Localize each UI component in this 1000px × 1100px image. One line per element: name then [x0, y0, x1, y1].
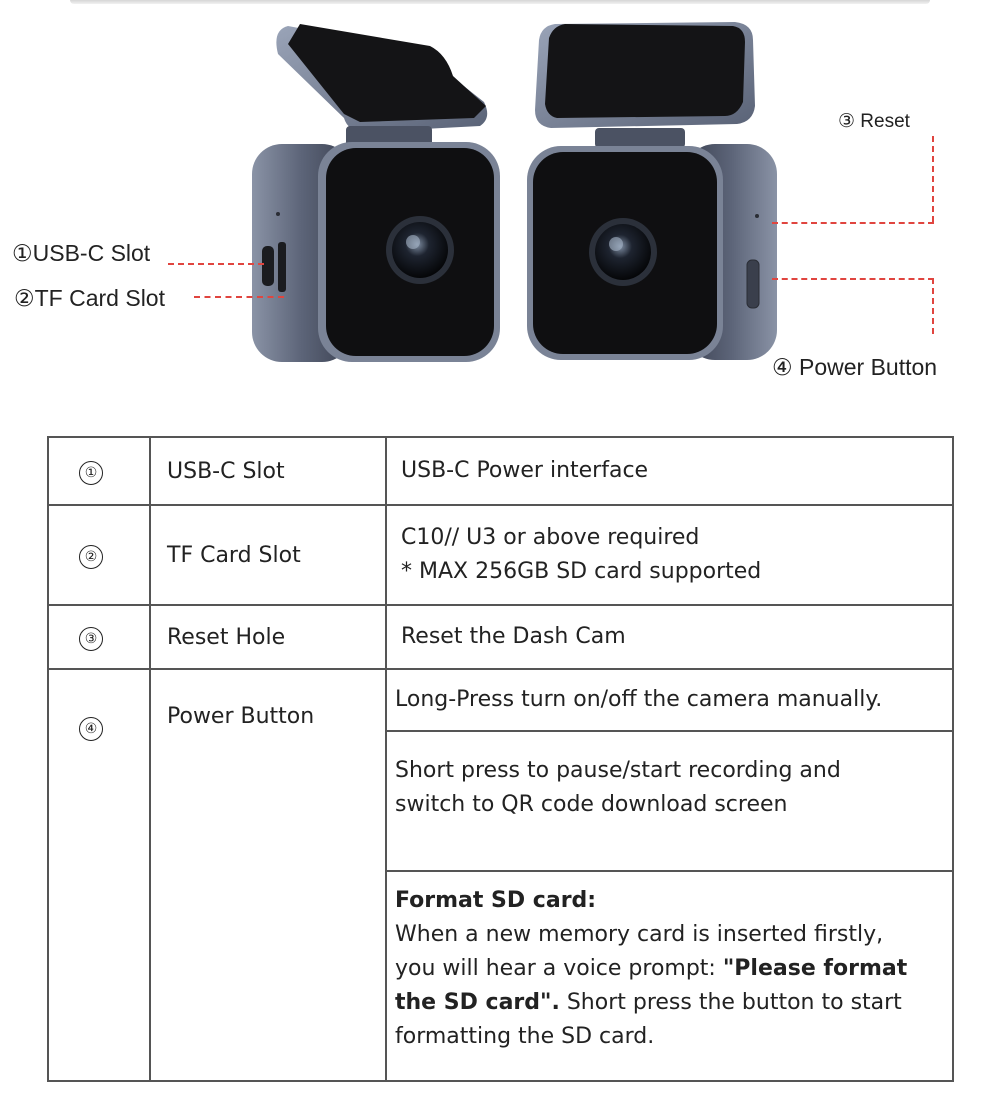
part-desc-cell: Long-Press turn on/off the camera manual… [385, 668, 954, 732]
part-desc-cell: Short press to pause/start recording and… [385, 730, 954, 872]
part-desc-cell: Reset the Dash Cam [385, 604, 954, 670]
power-pointer-line-vertical [932, 278, 934, 334]
usb-c-pointer-line [168, 263, 264, 265]
table-row: ④ Power Button Long-Press turn on/off th… [47, 668, 954, 1082]
part-name-cell: Power Button [149, 668, 387, 1082]
callout-reset: ③ Reset [838, 111, 910, 132]
row-number: ② [79, 544, 103, 569]
row-number-cell: ② [47, 504, 151, 606]
part-name-cell: USB-C Slot [149, 436, 387, 506]
power-pointer-line-horizontal [772, 278, 934, 280]
part-desc-cell: Format SD card: When a new memory card i… [385, 870, 954, 1082]
row-number-cell: ④ [47, 668, 151, 1082]
table-row: ① USB-C Slot USB-C Power interface [47, 436, 954, 506]
table-row: ③ Reset Hole Reset the Dash Cam [47, 604, 954, 670]
top-divider [70, 0, 930, 4]
row-number-cell: ① [47, 436, 151, 506]
callout-tf-card-slot: ②TF Card Slot [14, 285, 165, 311]
format-sd-title: Format SD card: [395, 888, 597, 913]
spec-table: ① USB-C Slot USB-C Power interface ② TF … [47, 436, 954, 1082]
row-number: ① [79, 460, 103, 485]
part-desc-cell: USB-C Power interface [385, 436, 954, 506]
callout-power-button: ④ Power Button [772, 354, 938, 380]
part-name-cell: Reset Hole [149, 604, 387, 670]
row-number: ③ [79, 626, 103, 651]
dash-cam-left-view [248, 14, 503, 364]
reset-pointer-line-horizontal [772, 222, 934, 224]
table-row: Short press to pause/start recording and… [48, 730, 954, 872]
part-name-cell: TF Card Slot [149, 504, 387, 606]
tf-card-pointer-line [194, 296, 284, 298]
reset-pointer-line-vertical [932, 136, 934, 222]
table-row: Format SD card: When a new memory card i… [48, 870, 954, 1082]
row-number: ④ [79, 717, 103, 741]
part-desc-cell: C10// U3 or above required * MAX 256GB S… [385, 504, 954, 606]
callout-usb-c-slot: ①USB-C Slot [12, 240, 151, 266]
table-row: ② TF Card Slot C10// U3 or above require… [47, 504, 954, 606]
row-number-cell: ③ [47, 604, 151, 670]
dash-cam-right-view [525, 18, 780, 363]
